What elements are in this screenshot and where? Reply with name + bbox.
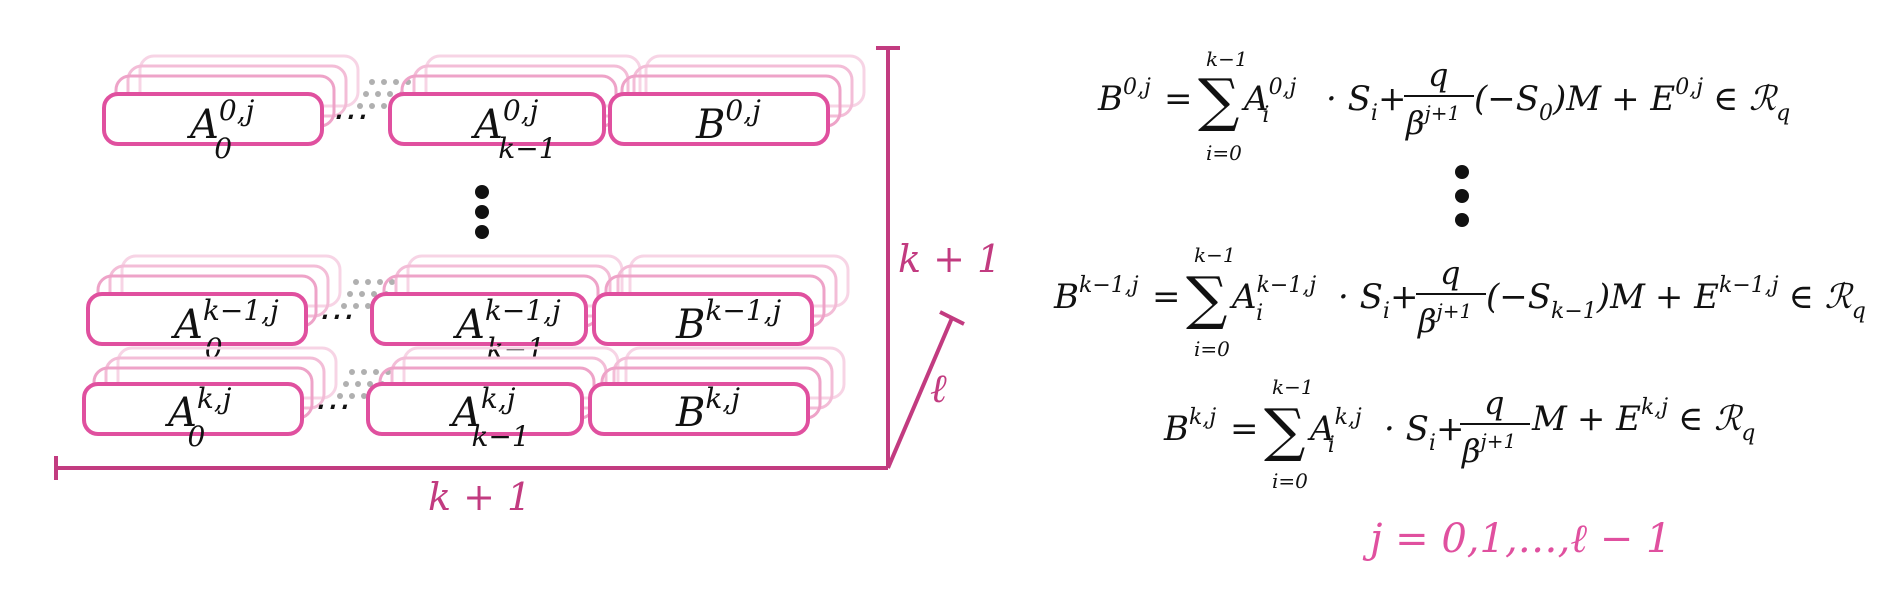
depth-axis-tick — [939, 310, 965, 326]
equation-s-term: · Si+ — [1384, 409, 1464, 456]
sum-upper-limit: k−1 — [1272, 375, 1314, 399]
cell-label-b: B0,j — [695, 94, 761, 148]
fraction-denominator: βj+1 — [1461, 429, 1516, 470]
cell-label-b: Bk−1,j — [675, 294, 782, 348]
equation-lhs: B0,j — [1097, 75, 1151, 119]
equation-tail: (−Sk−1)M+ Ek−1,j∈ ℛq — [1486, 273, 1866, 324]
fraction-denominator: βj+1 — [1417, 299, 1472, 340]
sum-lower-limit: i=0 — [1194, 337, 1230, 361]
equation-lhs: Bk,j — [1163, 405, 1216, 449]
equation-tail: M+ Ek,j∈ ℛq — [1531, 395, 1755, 446]
ellipsis-vertical — [475, 185, 489, 239]
axes — [54, 46, 965, 480]
box-b-stack: Bk,j — [588, 346, 846, 436]
fraction-numerator: q — [1440, 254, 1460, 292]
depth-axis-line — [886, 317, 954, 469]
sum-symbol: ∑ — [1186, 264, 1227, 332]
fraction-numerator: q — [1428, 56, 1448, 94]
sum-lower-limit: i=0 — [1206, 141, 1242, 165]
sum-upper-limit: k−1 — [1206, 47, 1248, 71]
box-b-stack: Bk−1,j — [592, 254, 850, 348]
equation-tail: (−S0)M+ E0,j∈ ℛq — [1474, 75, 1790, 126]
ellipsis-horizontal: ⋯ — [312, 386, 348, 427]
equation-equals: = — [1230, 409, 1259, 449]
ellipsis-horizontal: ⋯ — [316, 296, 352, 337]
cell-label-b: Bk,j — [675, 382, 740, 436]
sum-symbol: ∑ — [1198, 66, 1239, 134]
sum-symbol: ∑ — [1264, 396, 1305, 464]
depth-axis-label: ℓ — [930, 366, 947, 412]
right-axis-label: k + 1 — [898, 237, 1001, 281]
dot-grid — [357, 79, 411, 109]
equation-equals: = — [1164, 79, 1193, 119]
equation-s-term: · Si+ — [1338, 277, 1418, 324]
equation-lhs: Bk−1,j — [1053, 273, 1139, 317]
sum-upper-limit: k−1 — [1194, 243, 1236, 267]
ellipsis-horizontal: ⋯ — [330, 96, 366, 137]
equation-equals: = — [1152, 277, 1181, 317]
sum-lower-limit: i=0 — [1272, 469, 1308, 493]
box-b-stack: B0,j — [608, 54, 866, 148]
bottom-axis-label: k + 1 — [428, 475, 531, 519]
fraction-denominator: βj+1 — [1405, 101, 1460, 142]
equation-s-term: · Si+ — [1326, 79, 1406, 126]
equations-ellipsis-vertical — [1455, 165, 1469, 227]
loop-range-text: j = 0,1,…,ℓ − 1 — [1362, 516, 1671, 562]
fraction-numerator: q — [1484, 384, 1504, 422]
